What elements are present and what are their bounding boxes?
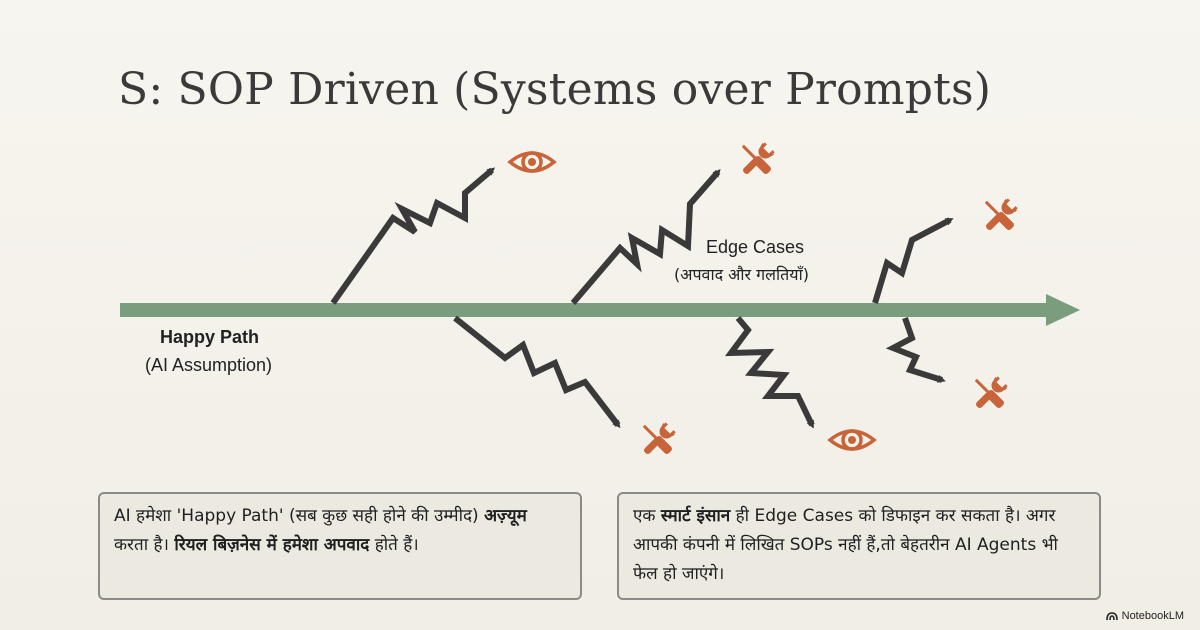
branch-5: [724, 316, 815, 429]
branch-3: [872, 217, 954, 304]
branch-6: [885, 317, 946, 383]
wrench-screwdriver-icon: [971, 375, 1009, 413]
branch-1: [330, 167, 496, 305]
branch-4: [453, 315, 621, 429]
note-box-right: एक स्मार्ट इंसान ही Edge Cases को डिफाइन…: [617, 492, 1101, 600]
notebooklm-logo-icon: [1105, 612, 1118, 621]
happy-path-label: Happy Path: [160, 327, 260, 347]
slide-title: S: SOP Driven (Systems over Prompts): [118, 64, 992, 115]
note-right-text-2: ही Edge Cases को डिफाइन कर सकता है। अगर …: [633, 506, 1058, 584]
edge-cases-label: Edge Cases: [706, 237, 805, 257]
note-left-bold-2: रियल बिज़नेस में हमेशा अपवाद: [174, 535, 370, 555]
note-right-text-1: एक: [633, 506, 661, 526]
main-arrow: [120, 294, 1080, 326]
wrench-screwdriver-icon: [738, 141, 776, 179]
notebooklm-brand: NotebookLM: [1105, 610, 1184, 622]
happy-path-sublabel: (AI Assumption): [145, 355, 273, 375]
note-box-left: AI हमेशा 'Happy Path' (सब कुछ सही होने क…: [98, 492, 582, 600]
branch-2: [570, 168, 721, 305]
edge-cases-sublabel: (अपवाद और गलतियाँ): [674, 265, 809, 284]
brand-label: NotebookLM: [1121, 610, 1184, 622]
eye-icon: [508, 151, 556, 173]
note-left-text-1: AI हमेशा 'Happy Path' (सब कुछ सही होने क…: [114, 506, 485, 526]
note-right-bold-1: स्मार्ट इंसान: [660, 506, 731, 526]
note-left-text-3: होते हैं।: [369, 535, 419, 555]
note-left-bold-1: अज़्यूम: [484, 506, 527, 526]
wrench-screwdriver-icon: [981, 197, 1019, 235]
wrench-screwdriver-icon: [639, 421, 677, 459]
note-left-text-2: करता है।: [114, 535, 175, 555]
eye-icon: [828, 429, 876, 451]
